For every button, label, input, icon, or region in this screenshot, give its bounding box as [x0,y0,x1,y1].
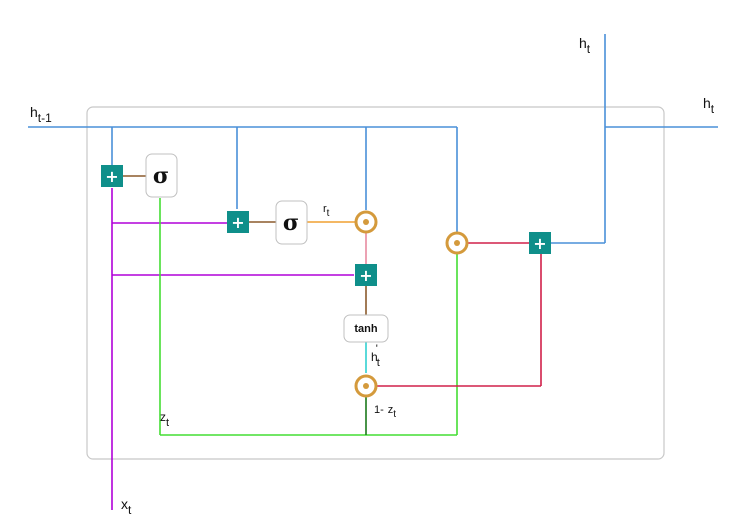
mult-node-reset [354,210,378,234]
label-h-out-top: ht [579,35,591,56]
label-reset-gate: rt [323,203,330,219]
add-symbol: + [359,266,372,285]
sigmoid-box-z: σ [145,153,178,198]
sigmoid-symbol: σ [153,163,169,189]
sigmoid-box-r: σ [275,200,308,245]
update-gate-lines [159,198,458,436]
add-symbol: + [105,167,118,186]
add-symbol: + [231,213,244,232]
add-symbol: + [533,234,546,253]
hidden-state-lines [28,34,718,244]
add-node-output: + [529,232,551,254]
label-one-minus-z: 1-zt [374,404,396,420]
label-candidate: h't [371,343,380,369]
label-x-input: xt [121,496,132,517]
sigmoid-symbol: σ [283,210,299,236]
add-node-r: + [227,211,249,233]
label-h-prev: ht-1 [30,104,52,125]
add-node-z: + [101,165,123,187]
mult-node-hidden [445,231,469,255]
add-node-candidate: + [355,264,377,286]
cell-frame [86,106,665,460]
input-lines [111,188,354,510]
label-update-gate: zt [160,410,169,429]
tanh-label: tanh [354,323,378,335]
update-lines [377,242,542,387]
label-h-out-right: ht [703,95,715,116]
mult-node-candidate [354,374,378,398]
sigma-links [123,175,367,316]
tanh-box: tanh [343,314,389,343]
